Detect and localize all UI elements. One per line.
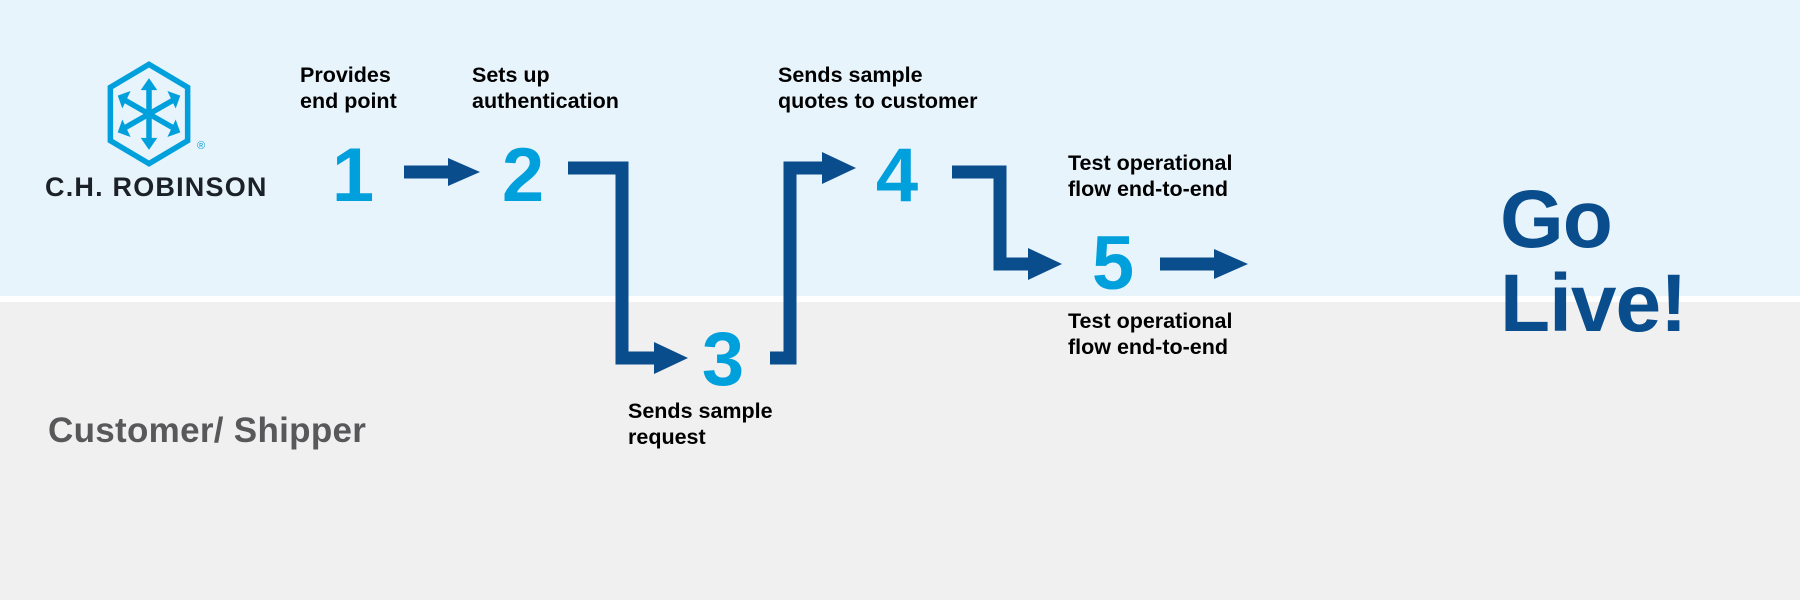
step-4-caption: Sends sample quotes to customer: [778, 63, 978, 114]
step-5-caption-below: Test operational flow end-to-end: [1068, 309, 1233, 360]
go-live-line-1: Go: [1500, 174, 1613, 265]
step-2-caption: Sets up authentication: [472, 63, 619, 114]
step-3-number: 3: [701, 317, 745, 402]
step-3-caption: Sends sample request: [628, 399, 773, 450]
step-4-number: 4: [875, 133, 919, 218]
lane-band-customer-shipper: [0, 302, 1800, 600]
ch-robinson-hexagon-arrows-icon: [107, 61, 191, 167]
step-1-caption: Provides end point: [300, 63, 397, 114]
lane-band-ch-robinson: [0, 0, 1800, 296]
step-2-number: 2: [501, 133, 545, 218]
registered-trademark-symbol: ®: [197, 140, 206, 152]
step-5-caption-above: Test operational flow end-to-end: [1068, 151, 1233, 202]
brand-logo: ® C.H. ROBINSON: [45, 60, 268, 210]
brand-wordmark: C.H. ROBINSON: [45, 172, 268, 202]
step-5-number: 5: [1091, 221, 1135, 306]
lane-label-customer-shipper: Customer/ Shipper: [48, 411, 367, 450]
go-live-outcome: Go Live!: [1500, 178, 1790, 345]
step-1-number: 1: [331, 133, 375, 218]
go-live-line-2: Live!: [1500, 257, 1687, 349]
